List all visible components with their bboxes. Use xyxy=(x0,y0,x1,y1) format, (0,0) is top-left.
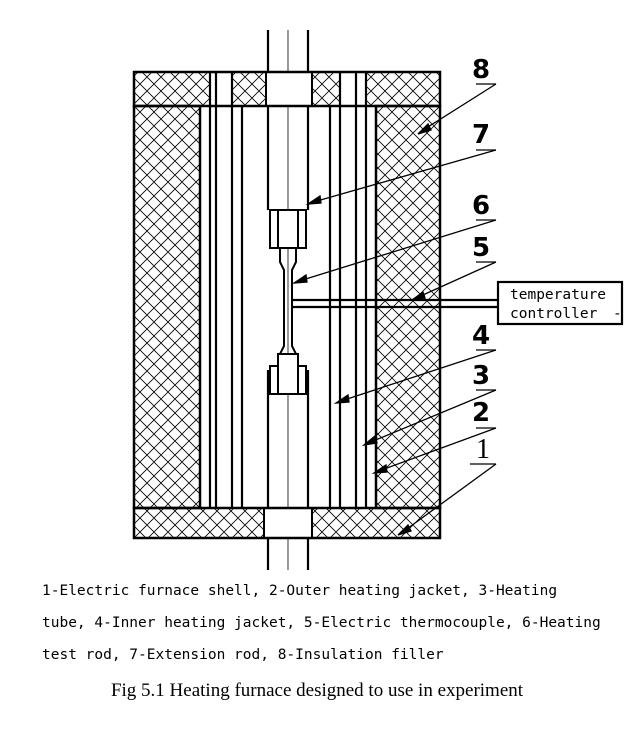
controller-label-line2: controller xyxy=(510,306,598,322)
callout-8: 8 xyxy=(472,55,490,85)
temperature-controller-box: temperature controller - xyxy=(496,280,624,326)
heating-jackets xyxy=(208,72,368,508)
furnace-diagram: temperature controller - xyxy=(132,30,624,570)
thermocouple xyxy=(292,298,498,309)
top-cap xyxy=(132,70,442,108)
callout-4: 4 xyxy=(472,321,490,351)
callout-7: 7 xyxy=(472,120,490,150)
legend-line-1: 1-Electric furnace shell, 2-Outer heatin… xyxy=(42,583,558,599)
controller-label-line1: temperature xyxy=(510,287,606,303)
callout-6: 6 xyxy=(472,191,490,221)
callout-3: 3 xyxy=(472,361,490,391)
leader-lines xyxy=(291,83,497,536)
callout-1: 1 xyxy=(476,434,490,465)
controller-tick: - xyxy=(613,306,622,322)
callout-5: 5 xyxy=(472,233,490,263)
test-rod xyxy=(269,209,307,395)
legend-line-2: tube, 4-Inner heating jacket, 5-Electric… xyxy=(42,615,601,631)
figure-caption: Fig 5.1 Heating furnace designed to use … xyxy=(110,680,524,701)
bottom-cap xyxy=(132,506,442,540)
callout-numbers: 8 7 6 5 4 3 2 1 xyxy=(472,55,490,465)
legend-line-3: test rod, 7-Extension rod, 8-Insulation … xyxy=(42,647,444,663)
insulation-filler xyxy=(132,104,442,510)
callout-2: 2 xyxy=(472,398,490,428)
